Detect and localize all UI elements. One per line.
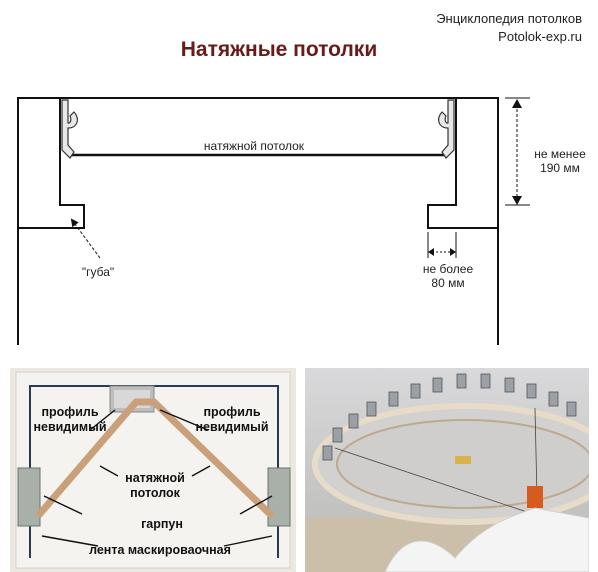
wood-frame xyxy=(35,398,275,519)
page-title: Натяжные потолки xyxy=(180,38,378,61)
profile-right-label-1: профиль xyxy=(203,405,260,419)
right-profile-icon xyxy=(438,99,455,159)
left-ledge xyxy=(18,98,85,229)
max-width-label-2: 80 мм xyxy=(431,276,464,290)
min-height-label-2: 190 мм xyxy=(540,161,580,175)
installation-diagram: натяжной потолок не менее 190 мм "губа" … xyxy=(17,97,586,345)
tape-label: лента маскироваочная xyxy=(89,543,231,557)
ceiling-film-label-2: потолок xyxy=(130,486,181,500)
profile-left-label-1: профиль xyxy=(41,405,98,419)
ceiling-label: натяжной потолок xyxy=(204,139,305,153)
profile-left-label-2: невидимый xyxy=(33,420,106,434)
installation-photo xyxy=(305,368,589,572)
right-ledge xyxy=(427,98,498,229)
min-height-label-1: не менее xyxy=(534,147,586,161)
lip-label: "губа" xyxy=(82,265,114,279)
max-width-label-1: не более xyxy=(423,262,474,276)
site-url: Potolok-exp.ru xyxy=(498,29,582,44)
lip-arrow xyxy=(70,218,101,259)
harpoon-label: гарпун xyxy=(141,517,183,531)
profile-right-label-2: невидимый xyxy=(195,420,268,434)
site-name: Энциклопедия потолков xyxy=(436,11,582,26)
ceiling-film-label-1: натяжной xyxy=(125,471,185,485)
profile-model-photo: профиль невидимый профиль невидимый натя… xyxy=(10,368,296,572)
wall-outline xyxy=(17,97,499,345)
left-profile-icon xyxy=(61,99,78,159)
